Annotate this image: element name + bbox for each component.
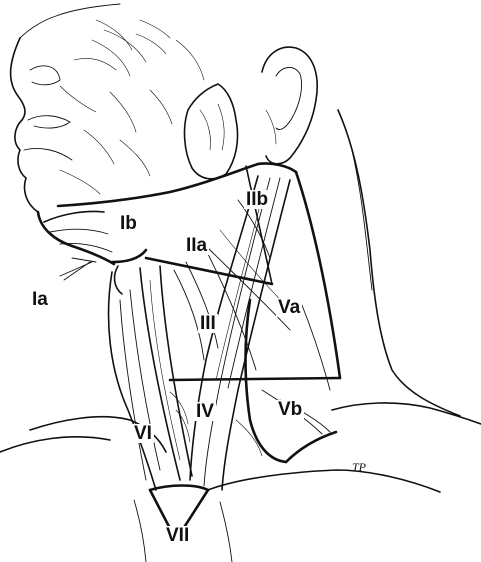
ear — [261, 46, 318, 165]
level-boundaries — [144, 162, 342, 464]
label-level-Vb: Vb — [276, 399, 305, 420]
artist-signature: TP — [352, 460, 367, 474]
face-outline — [9, 3, 205, 213]
label-level-Ia: Ia — [30, 289, 50, 310]
label-level-IIa: IIa — [184, 235, 210, 256]
label-level-Va: Va — [276, 297, 303, 318]
label-level-IIb: IIb — [244, 189, 271, 210]
label-level-Ib: Ib — [118, 213, 139, 234]
label-level-VII: VII — [164, 525, 192, 546]
label-level-IV: IV — [194, 401, 216, 422]
neck-muscles — [107, 175, 331, 491]
ia-leader-line — [63, 261, 91, 281]
label-level-III: III — [198, 313, 218, 334]
posterior-neck-outline — [331, 109, 481, 425]
mandible-and-level-I — [36, 162, 260, 295]
clavicles-and-sternum — [0, 415, 441, 562]
label-level-VI: VI — [132, 423, 154, 444]
parotid-gland — [183, 83, 239, 180]
